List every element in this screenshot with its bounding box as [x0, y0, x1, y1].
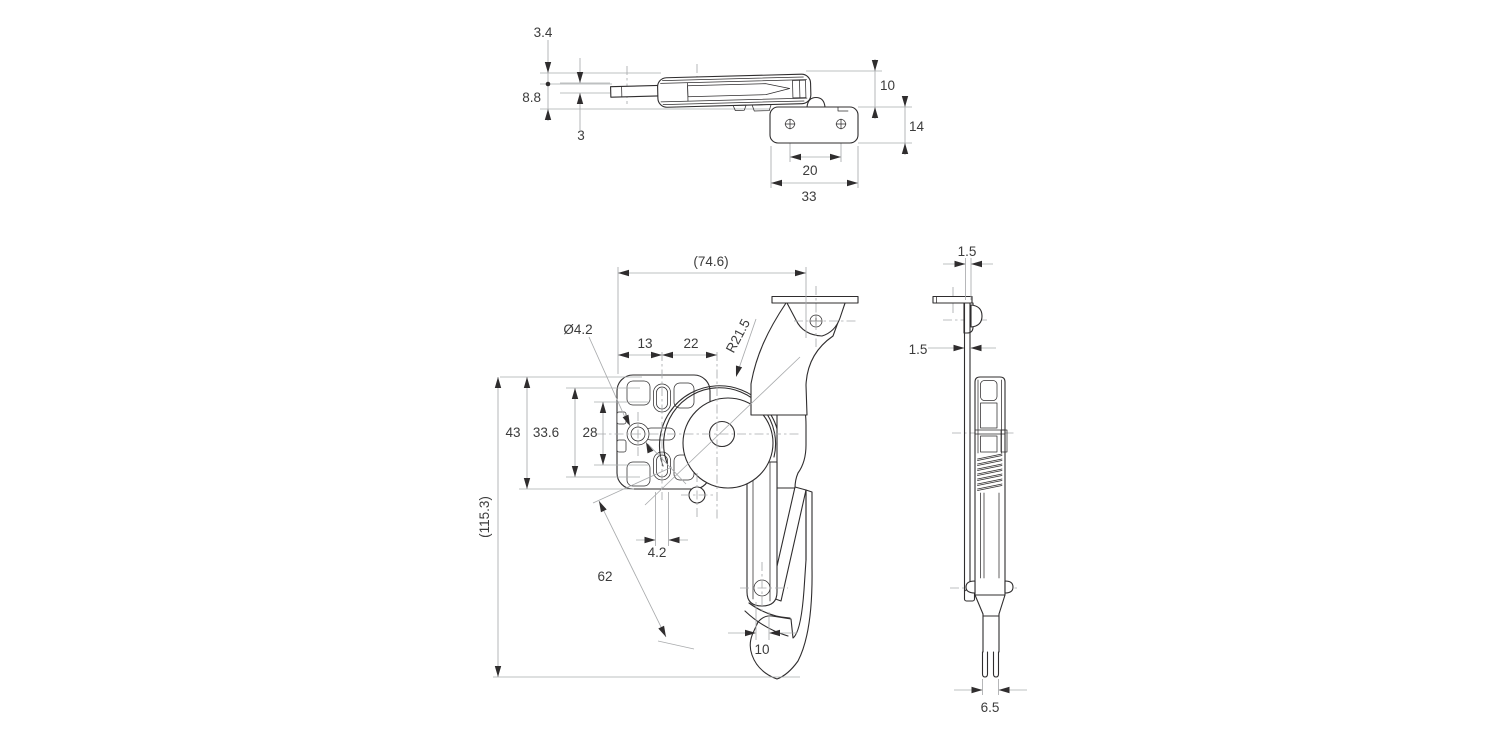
- dim-label-14: 14: [909, 119, 925, 134]
- actuating-rod: [610, 84, 660, 98]
- dim-label-r21-5: R21.5: [723, 316, 753, 355]
- dim-label-33-6: 33.6: [533, 425, 559, 440]
- front-view-centerlines: [597, 286, 858, 614]
- fork-end: [974, 594, 1006, 678]
- dim-label-10-front: 10: [754, 642, 769, 657]
- dim-label-43: 43: [505, 425, 520, 440]
- dim-label-1-5-mid: 1.5: [909, 342, 928, 357]
- catch-hook: [749, 489, 813, 680]
- dim-label-115-3: (115.3): [477, 496, 492, 538]
- stay-body-side: [974, 376, 1006, 596]
- mounting-plate-notch: [837, 106, 849, 112]
- folded-body-details: [660, 76, 808, 112]
- top-view: 3.4 8.8 3 10 14 20 33: [522, 25, 924, 204]
- pivot-bump-left: [965, 580, 976, 594]
- side-view: 1.5 1.5 6.5: [909, 244, 1027, 715]
- dim-label-4-2: 4.2: [648, 545, 667, 560]
- mounting-plate-top-view: [769, 106, 859, 144]
- pivot-bump-right: [1004, 580, 1014, 594]
- dim-label-1-5-top: 1.5: [958, 244, 977, 259]
- dim-label-8-8: 8.8: [522, 90, 541, 105]
- dim-label-3-4: 3.4: [534, 25, 553, 40]
- top-view-arrowheads: [544, 60, 909, 187]
- dim-label-74-6: (74.6): [693, 254, 728, 269]
- dim-label-20: 20: [802, 163, 817, 178]
- link-band-layers: [752, 461, 771, 602]
- side-view-dimension-labels: 1.5 1.5 6.5: [909, 244, 1000, 715]
- dim-label-10: 10: [880, 78, 895, 93]
- side-view-extension-lines: [965, 258, 999, 695]
- front-view: (74.6) Ø4.2 13 22 R21.5 43 33.6 28 (115.…: [477, 254, 859, 680]
- dim-label-6-5: 6.5: [981, 700, 1000, 715]
- dim-label-62: 62: [597, 569, 612, 584]
- dim-label-22: 22: [683, 336, 698, 351]
- top-view-dimension-labels: 3.4 8.8 3 10 14 20 33: [522, 25, 924, 204]
- pivot-dome: [806, 96, 826, 108]
- cam-rim-arcs: [658, 385, 781, 467]
- dim-label-28: 28: [582, 425, 597, 440]
- dim-label-dia4-2: Ø4.2: [563, 322, 592, 337]
- mounting-plate-holes: [784, 118, 847, 130]
- lid-flange-side: [932, 295, 973, 304]
- front-view-extension-lines: [493, 267, 807, 678]
- front-view-dimension-lines: [497, 272, 806, 677]
- stay-body-details: [974, 379, 1008, 579]
- folded-mechanism-body: [610, 73, 812, 112]
- dim-label-13: 13: [637, 336, 652, 351]
- lid-mounting-plate: [771, 295, 859, 304]
- slanted-lever-bar: [769, 486, 807, 602]
- spring: [977, 453, 1003, 491]
- pivot-knuckle-side: [970, 304, 983, 328]
- blade-side: [963, 302, 971, 593]
- dim-label-33: 33: [801, 189, 816, 204]
- dim-label-3: 3: [577, 128, 585, 143]
- top-view-extension-lines: [540, 70, 912, 188]
